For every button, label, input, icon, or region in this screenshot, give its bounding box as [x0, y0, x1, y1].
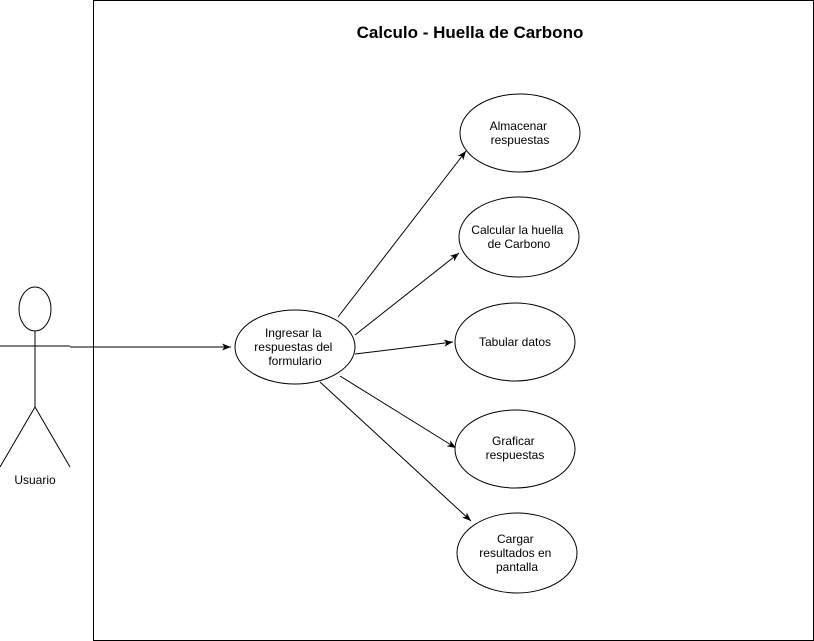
use-case-graficar [454, 409, 576, 489]
use-case-almacenar [459, 93, 581, 173]
arrow-to-almacenar [337, 150, 467, 318]
actor-left-leg [0, 406, 36, 468]
actor-usuario [0, 286, 71, 468]
use-case-tabular-label: Tabular datos [479, 335, 551, 349]
arrow-to-cargar [319, 381, 472, 522]
system-boundary [93, 0, 814, 641]
arrow-to-graficar [339, 375, 457, 449]
use-case-cargar [456, 512, 578, 594]
use-case-ingresar-label: Ingresar la respuestas del formulario [254, 326, 335, 368]
diagram-title: Calculo - Huella de Carbono [357, 23, 584, 42]
use-case-tabular [454, 302, 576, 382]
actor-head [18, 286, 52, 332]
use-case-almacenar-label: Almacenar respuestas [490, 119, 551, 147]
actor-right-leg [34, 406, 71, 468]
arrow-to-tabular [354, 339, 454, 355]
use-case-calcular-label: Calcular la huella de Carbono [471, 223, 566, 251]
actor-label: Usuario [14, 473, 56, 487]
use-case-ingresar [234, 309, 356, 385]
arrow-to-calcular [354, 252, 460, 336]
use-case-graficar-label: Graficar respuestas [486, 434, 545, 462]
use-case-calcular [458, 196, 580, 278]
use-case-cargar-label: Cargar resultados en pantalla [479, 532, 554, 574]
